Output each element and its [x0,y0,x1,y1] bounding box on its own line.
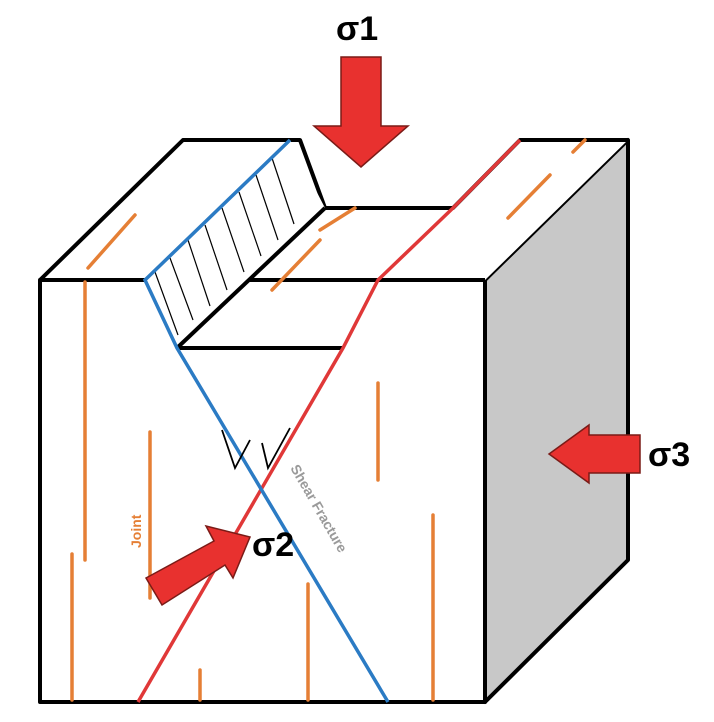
sigma2-arrow [144,524,252,607]
shear-fracture-red [136,138,522,703]
sigma1-arrow [311,56,411,168]
scarp-base-edge [175,206,327,350]
joint-label: Joint [128,514,144,548]
sigma2-label: σ2 [252,526,294,564]
sigma3-arrow [547,423,641,485]
sigma3-label: σ3 [648,436,690,474]
scarp-hatch [154,157,295,336]
joints [70,138,587,702]
sigma1-label: σ1 [336,10,378,48]
slip-markers [221,427,291,471]
shear-fracture-blue [142,138,390,703]
